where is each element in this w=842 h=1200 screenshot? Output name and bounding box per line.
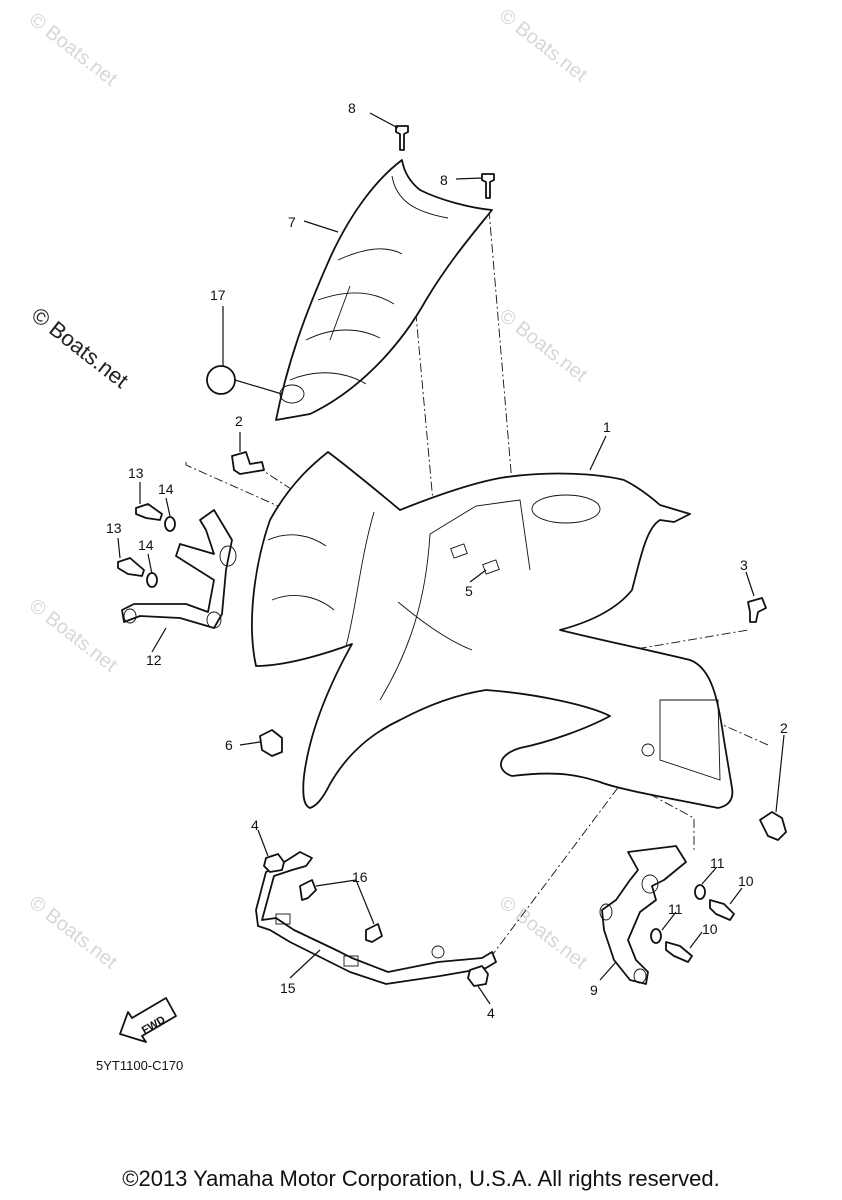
nut-4b — [467, 965, 489, 987]
bolt-16b — [365, 923, 383, 943]
bolt-2a — [231, 451, 265, 475]
right-bracket — [599, 845, 687, 985]
watermark-dark: © Boats.net — [27, 302, 133, 393]
washer-11b — [650, 928, 662, 944]
callout-2: 2 — [780, 720, 788, 736]
callout-8: 8 — [440, 172, 448, 188]
watermark: © Boats.net — [25, 9, 121, 91]
front-upper-cover — [275, 159, 493, 421]
screw-8a — [395, 125, 409, 151]
front-fender — [251, 451, 734, 809]
callout-2: 2 — [235, 413, 243, 429]
callout-14: 14 — [158, 481, 174, 497]
bolt-16a — [299, 879, 317, 901]
washer-11a — [694, 884, 706, 900]
bolt-10b — [665, 941, 693, 963]
left-bracket — [121, 509, 237, 629]
callout-8: 8 — [348, 100, 356, 116]
bolt-10a — [709, 899, 735, 921]
screw-8b — [481, 173, 495, 199]
callout-16: 16 — [352, 869, 368, 885]
callout-14: 14 — [138, 537, 154, 553]
callouts: 8 8 7 17 1 2 13 14 13 14 12 5 3 6 2 4 16… — [106, 100, 788, 1021]
bolt-2b — [759, 811, 787, 841]
screw-3 — [747, 597, 767, 623]
fwd-arrow: FWD — [119, 997, 177, 1043]
watermark: © Boats.net — [495, 5, 591, 87]
callout-5: 5 — [465, 583, 473, 599]
watermark: © Boats.net — [495, 305, 591, 387]
washer-14a — [164, 516, 176, 532]
callout-6: 6 — [225, 737, 233, 753]
diagram-code: 5YT1100-C170 — [96, 1058, 183, 1073]
leader-lines — [117, 112, 785, 1005]
bolt-13b — [117, 557, 145, 577]
callout-7: 7 — [288, 214, 296, 230]
watermark: © Boats.net — [25, 595, 121, 677]
stay-rod — [255, 851, 497, 985]
callout-4: 4 — [487, 1005, 495, 1021]
callout-1: 1 — [603, 419, 611, 435]
callout-3: 3 — [740, 557, 748, 573]
callout-9: 9 — [590, 982, 598, 998]
callout-11: 11 — [668, 901, 683, 917]
callout-10: 10 — [738, 873, 754, 889]
callout-15: 15 — [280, 980, 296, 996]
nut-4a — [263, 853, 285, 873]
callout-11: 11 — [710, 855, 725, 871]
copyright-notice: ©2013 Yamaha Motor Corporation, U.S.A. A… — [122, 1166, 720, 1191]
grommet-6 — [259, 729, 283, 757]
watermark: © Boats.net — [25, 892, 121, 974]
callout-12: 12 — [146, 652, 162, 668]
callout-13: 13 — [106, 520, 122, 536]
washer-14b — [146, 572, 158, 588]
callout-4: 4 — [251, 817, 259, 833]
callout-13: 13 — [128, 465, 144, 481]
emblem — [206, 365, 236, 395]
callout-17: 17 — [210, 287, 226, 303]
watermark: © Boats.net — [495, 892, 591, 974]
callout-10: 10 — [702, 921, 718, 937]
bolt-13a — [135, 503, 163, 521]
